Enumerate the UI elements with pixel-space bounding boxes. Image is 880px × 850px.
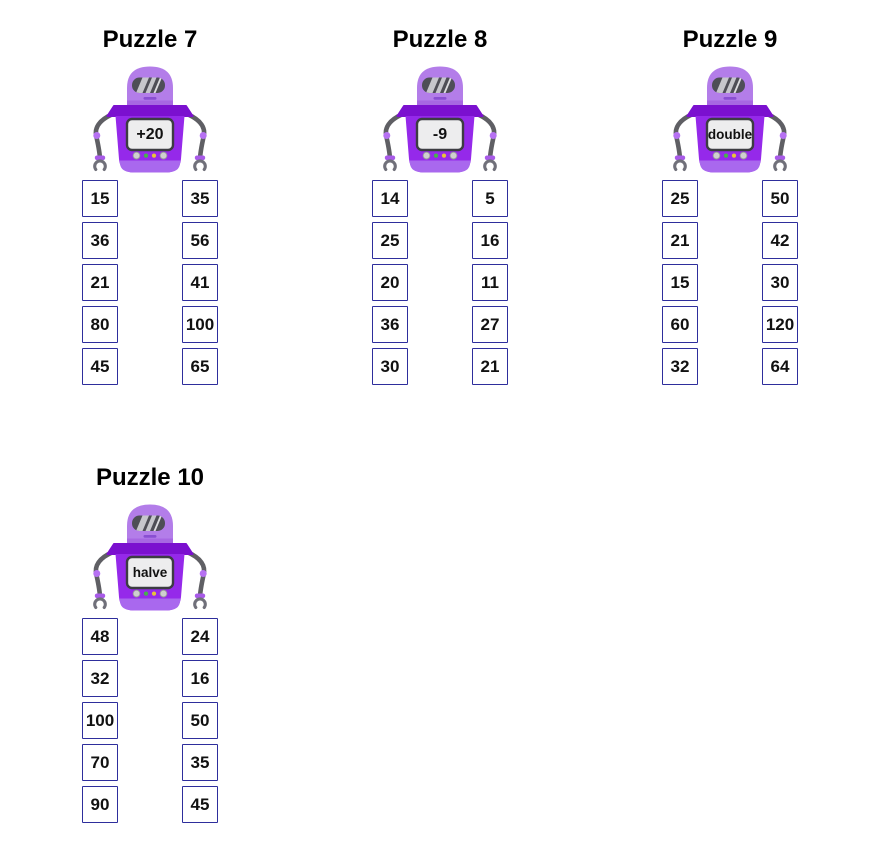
number-box: 32 [82, 660, 118, 697]
number-box: 90 [82, 786, 118, 823]
number-box: 21 [82, 264, 118, 301]
number-box: 48 [82, 618, 118, 655]
output-column: 50 42 30 120 64 [762, 180, 798, 385]
number-box: 30 [372, 348, 408, 385]
robot-rule-label: +20 [136, 125, 164, 143]
puzzle-card-10: Puzzle 10 halve 48 32 100 70 90 24 16 50… [5, 438, 295, 823]
puzzle-title: Puzzle 9 [682, 26, 778, 53]
number-box: 15 [82, 180, 118, 217]
number-box: 15 [662, 264, 698, 301]
number-box: 32 [662, 348, 698, 385]
number-box: 120 [762, 306, 798, 343]
number-box: 100 [82, 702, 118, 739]
robot-rule-label: halve [132, 565, 168, 580]
number-columns: 25 21 15 60 32 50 42 30 120 64 [585, 180, 875, 385]
number-box: 70 [82, 744, 118, 781]
number-box: 20 [372, 264, 408, 301]
puzzle-card-9: Puzzle 9 double 25 21 15 60 32 50 42 30 … [585, 0, 875, 385]
number-box: 36 [82, 222, 118, 259]
output-column: 35 56 41 100 65 [182, 180, 218, 385]
number-box: 35 [182, 180, 218, 217]
number-box: 60 [662, 306, 698, 343]
number-columns: 48 32 100 70 90 24 16 50 35 45 [5, 618, 295, 823]
puzzle-title: Puzzle 8 [392, 26, 488, 53]
number-box: 14 [372, 180, 408, 217]
number-box: 100 [182, 306, 218, 343]
puzzle-title: Puzzle 7 [102, 26, 198, 53]
robot-rule-label: double [707, 127, 753, 142]
number-box: 5 [472, 180, 508, 217]
number-box: 25 [372, 222, 408, 259]
puzzle-row-2: Puzzle 10 halve 48 32 100 70 90 24 16 50… [5, 438, 880, 823]
input-column: 48 32 100 70 90 [82, 618, 118, 823]
number-box: 64 [762, 348, 798, 385]
number-box: 80 [82, 306, 118, 343]
number-box: 16 [472, 222, 508, 259]
number-box: 45 [82, 348, 118, 385]
number-box: 35 [182, 744, 218, 781]
puzzle-title: Puzzle 10 [95, 464, 205, 491]
output-column: 24 16 50 35 45 [182, 618, 218, 823]
function-robot: +20 [85, 62, 215, 177]
robot-rule-label: -9 [432, 125, 448, 143]
output-column: 5 16 11 27 21 [472, 180, 508, 385]
number-box: 50 [182, 702, 218, 739]
input-column: 14 25 20 36 30 [372, 180, 408, 385]
function-robot: halve [85, 500, 215, 615]
number-box: 45 [182, 786, 218, 823]
puzzle-row-1: Puzzle 7 +20 15 36 21 80 45 35 56 41 100 [5, 0, 880, 385]
number-box: 56 [182, 222, 218, 259]
input-column: 25 21 15 60 32 [662, 180, 698, 385]
number-box: 11 [472, 264, 508, 301]
input-column: 15 36 21 80 45 [82, 180, 118, 385]
number-columns: 14 25 20 36 30 5 16 11 27 21 [295, 180, 585, 385]
number-columns: 15 36 21 80 45 35 56 41 100 65 [5, 180, 295, 385]
function-robot: -9 [375, 62, 505, 177]
number-box: 21 [662, 222, 698, 259]
number-box: 36 [372, 306, 408, 343]
number-box: 65 [182, 348, 218, 385]
worksheet: Puzzle 7 +20 15 36 21 80 45 35 56 41 100 [5, 0, 880, 823]
number-box: 30 [762, 264, 798, 301]
puzzle-card-8: Puzzle 8 -9 14 25 20 36 30 5 16 11 27 [295, 0, 585, 385]
number-box: 25 [662, 180, 698, 217]
number-box: 50 [762, 180, 798, 217]
function-robot: double [665, 62, 795, 177]
number-box: 21 [472, 348, 508, 385]
puzzle-card-7: Puzzle 7 +20 15 36 21 80 45 35 56 41 100 [5, 0, 295, 385]
number-box: 16 [182, 660, 218, 697]
number-box: 27 [472, 306, 508, 343]
number-box: 42 [762, 222, 798, 259]
number-box: 24 [182, 618, 218, 655]
number-box: 41 [182, 264, 218, 301]
